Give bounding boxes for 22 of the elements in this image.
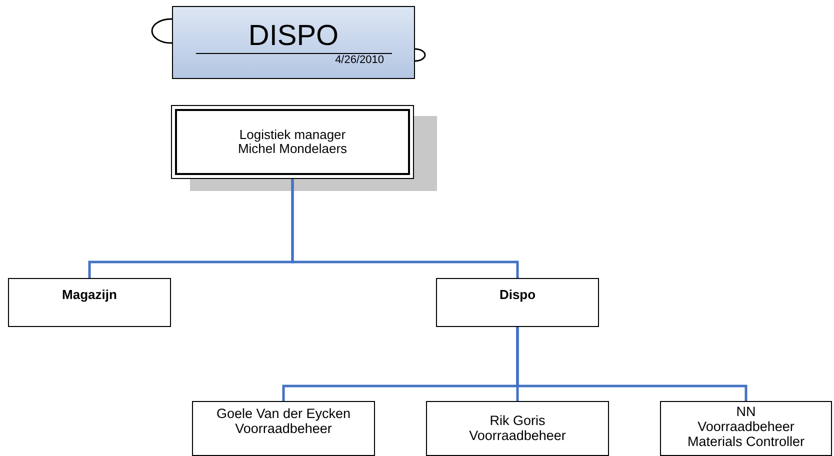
department-box (8, 278, 171, 327)
staff-box (426, 401, 609, 456)
connector-line (516, 327, 748, 401)
department-name: Dispo (499, 288, 536, 302)
role-text: Voorraadbeheer (698, 420, 794, 435)
department-box (436, 278, 599, 327)
role-text: Materials Controller (687, 434, 805, 450)
person-name: Rik Goris (490, 414, 546, 429)
person-name: NN (736, 405, 756, 420)
staff-box (192, 401, 375, 456)
title-box (172, 6, 415, 79)
person-name: Goele Van der Eycken (216, 407, 351, 422)
role-text: Voorraadbeheer (235, 422, 332, 437)
person-name: Logistiek manager (239, 128, 346, 142)
manager-box (171, 105, 414, 179)
date-text: 4/26/2010 (335, 54, 384, 66)
role-text: Michel Mondelaers (238, 142, 348, 156)
staff-box (660, 401, 832, 456)
department-name: Magazijn (62, 288, 117, 302)
title-text: DISPO (196, 21, 392, 54)
role-text: Voorraadbeheer (469, 428, 566, 444)
connector-line (291, 179, 519, 278)
